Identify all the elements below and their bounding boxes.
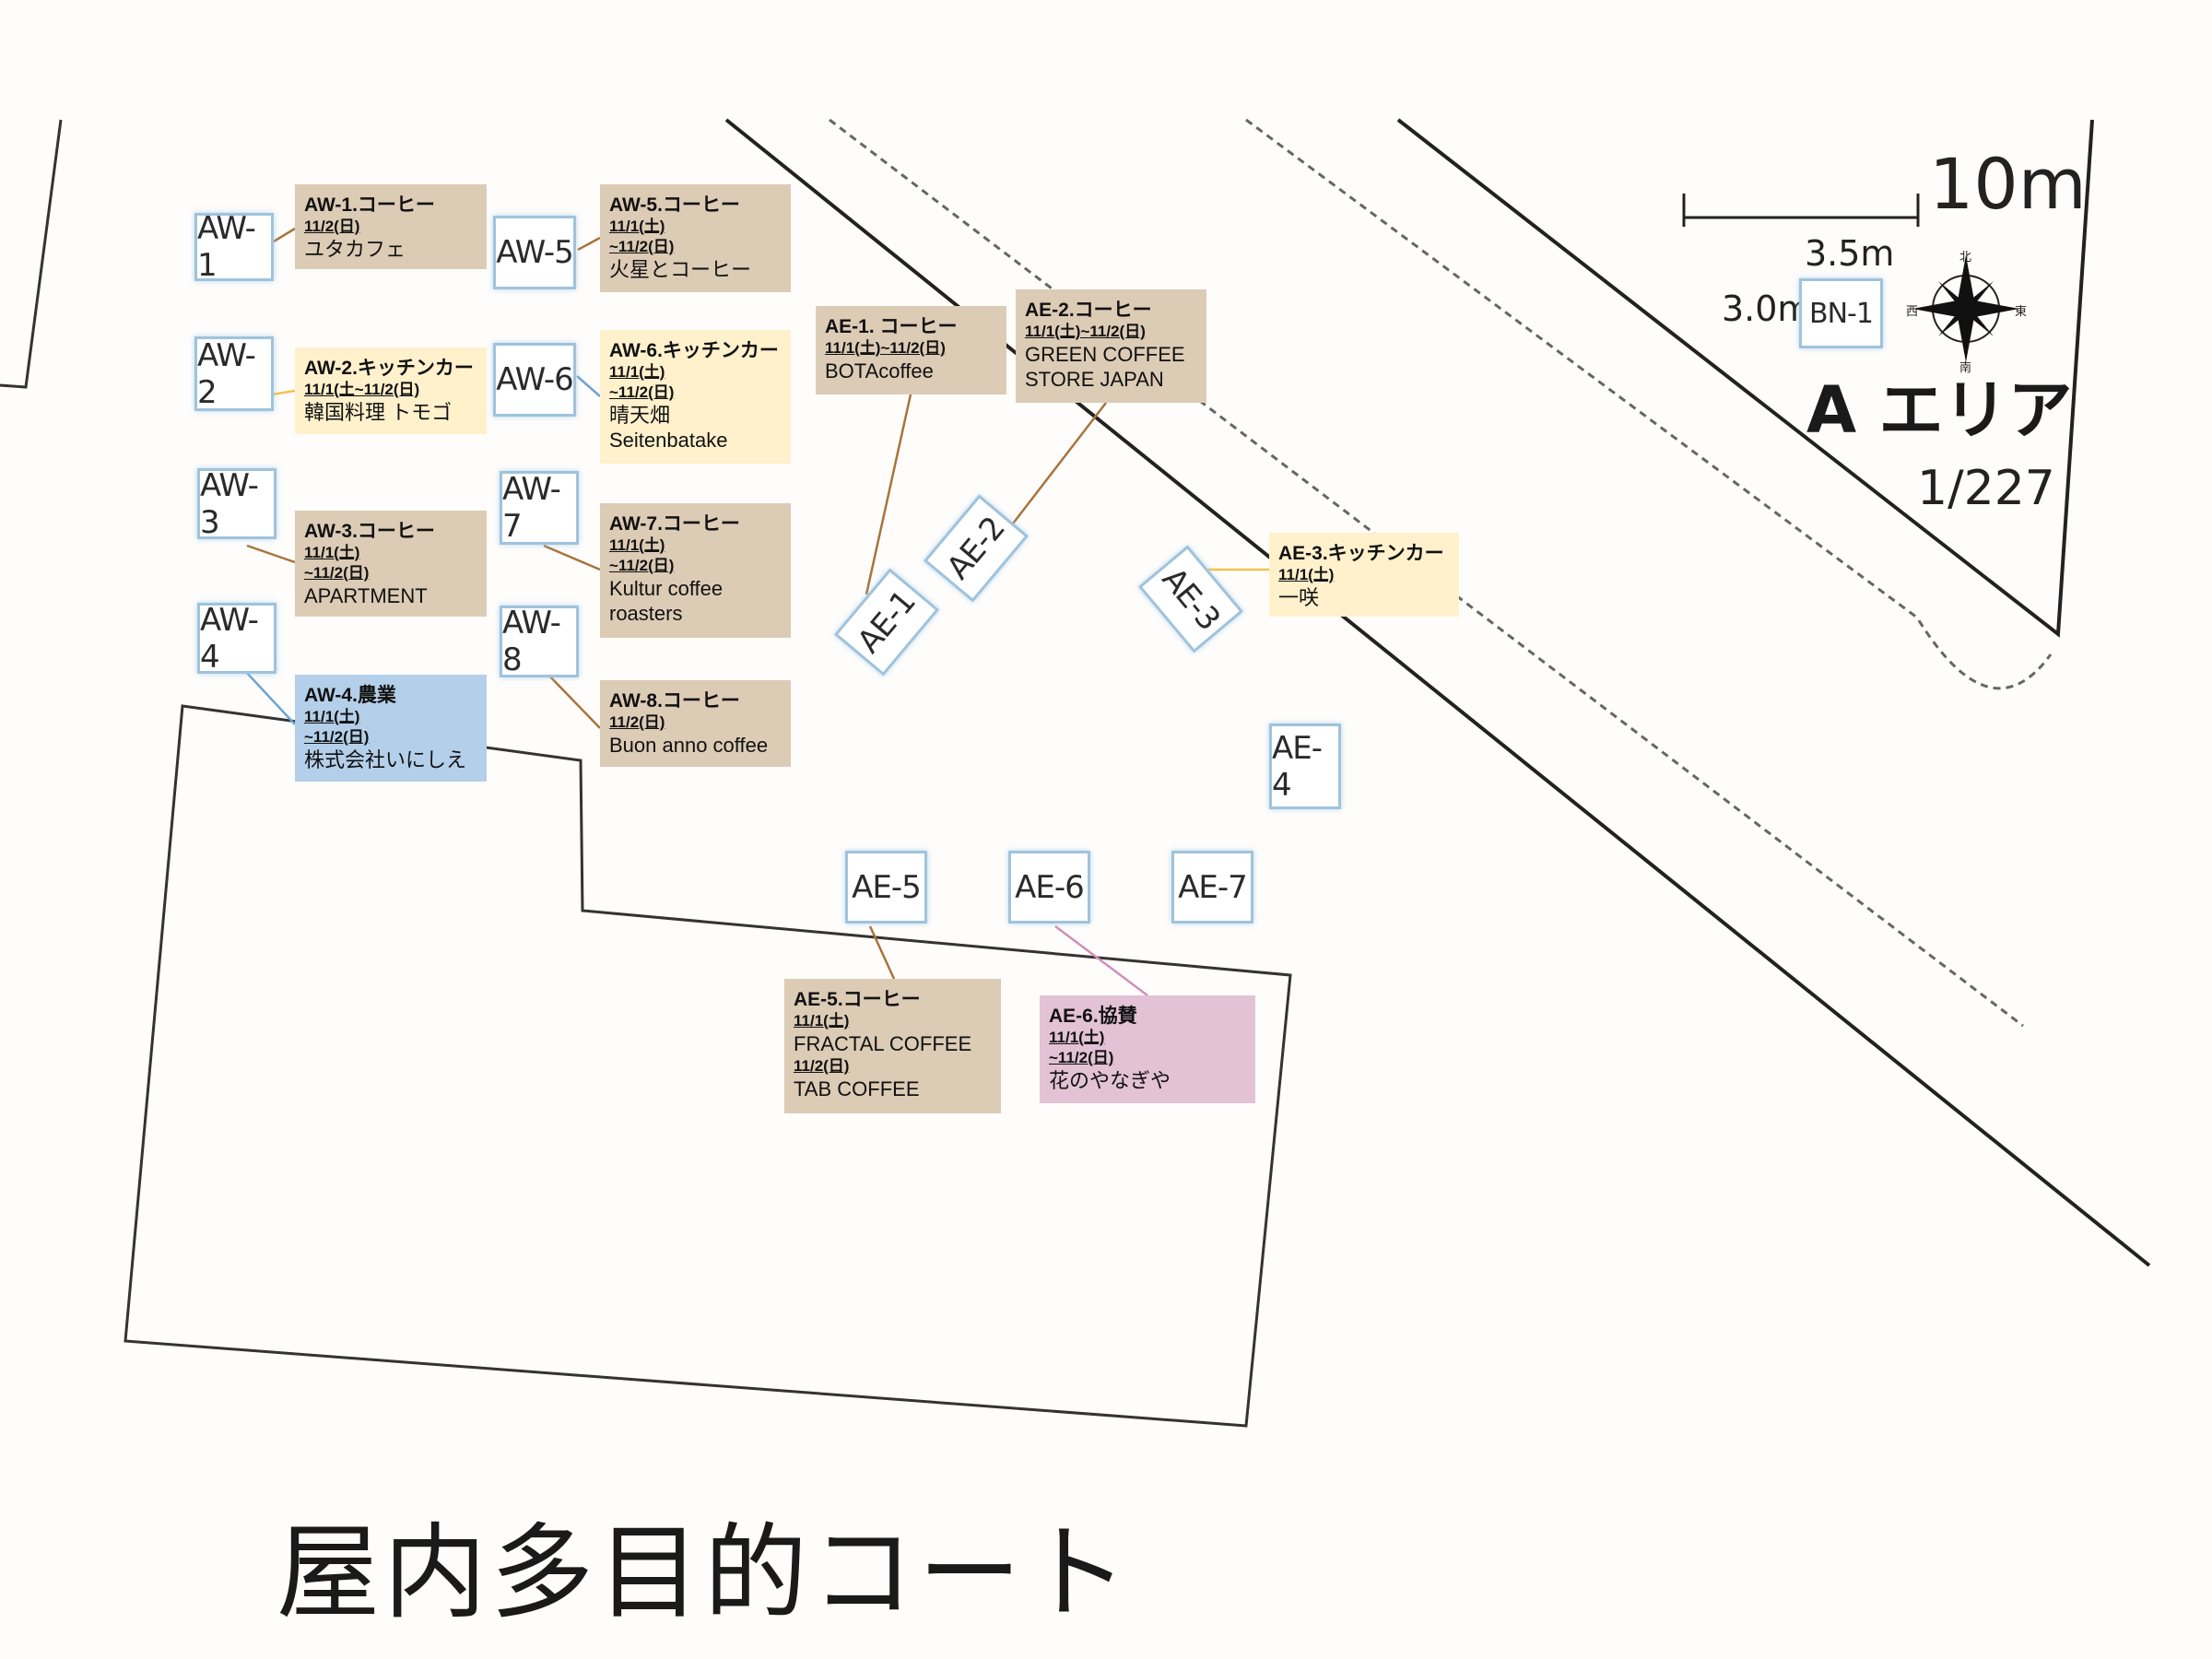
booth-AE-6[interactable]: AE-6 — [1008, 851, 1090, 924]
booth-AE-5[interactable]: AE-5 — [845, 851, 927, 924]
booth-AE-7[interactable]: AE-7 — [1171, 851, 1253, 924]
booth-BN-1[interactable]: BN-1 — [1799, 278, 1883, 348]
road-line-dashed-2 — [1245, 118, 2053, 690]
booth-AW-5[interactable]: AW-5 — [493, 216, 576, 289]
booth-height-dim: 3.0m — [1722, 288, 1812, 329]
indoor-court-title: 屋内多目的コート — [276, 1513, 1132, 1633]
compass-south: 南 — [1959, 361, 1972, 375]
label-AW-3: AW-3.コーヒー 11/1(土) ~11/2(日) APARTMENT — [295, 511, 487, 617]
booth-AW-8[interactable]: AW-8 — [500, 605, 579, 678]
booth-AW-4[interactable]: AW-4 — [197, 602, 276, 676]
scale-ratio: 1/227 — [1917, 461, 2055, 516]
label-AW-5: AW-5.コーヒー 11/1(土) ~11/2(日) 火星とコーヒー — [600, 184, 791, 292]
label-AE-1: AE-1. コーヒー 11/1(土)~11/2(日) BOTAcoffee — [816, 306, 1006, 394]
label-AW-1: AW-1.コーヒー 11/2(日) ユタカフェ — [295, 184, 487, 269]
label-AE-5: AE-5.コーヒー 11/1(土) FRACTAL COFFEE 11/2(日)… — [784, 979, 1001, 1113]
booth-AW-1[interactable]: AW-1 — [194, 210, 274, 284]
booth-AW-3[interactable]: AW-3 — [197, 467, 276, 541]
booth-AW-6[interactable]: AW-6 — [493, 343, 576, 417]
booth-AW-7[interactable]: AW-7 — [500, 471, 579, 545]
label-AE-2: AE-2.コーヒー 11/1(土)~11/2(日) GREEN COFFEE S… — [1016, 289, 1206, 403]
compass-west: 西 — [1906, 305, 1919, 319]
label-AE-6: AE-6.協賛 11/1(土) ~11/2(日) 花のやなぎや — [1040, 995, 1255, 1103]
compass-east: 東 — [2015, 305, 2028, 319]
label-AW-8: AW-8.コーヒー 11/2(日) Buon anno coffee — [600, 680, 791, 767]
label-AW-7: AW-7.コーヒー 11/1(土) ~11/2(日) Kultur coffee… — [600, 503, 791, 638]
label-AW-6: AW-6.キッチンカー 11/1(土) ~11/2(日) 晴天畑 Seitenb… — [600, 330, 791, 464]
indoor-court-outline — [124, 704, 1292, 1428]
label-AW-4: AW-4.農業 11/1(土) ~11/2(日) 株式会社いにしえ — [295, 675, 487, 782]
booth-AW-2[interactable]: AW-2 — [194, 336, 274, 411]
scale-bar-label: 10m — [1929, 143, 2087, 225]
booth-AE-4[interactable]: AE-4 — [1269, 724, 1341, 809]
booth-width-dim: 3.5m — [1805, 233, 1895, 274]
compass-north: 北 — [1959, 251, 1972, 265]
road-line-2 — [1396, 118, 2094, 638]
boundary-top-left — [0, 119, 63, 389]
label-AE-3: AE-3.キッチンカー 11/1(土) 一咲 — [1269, 533, 1459, 617]
area-title: A エリア — [1806, 372, 2073, 448]
compass-rose-icon — [1912, 255, 2019, 362]
label-AW-2: AW-2.キッチンカー 11/1(土~11/2(日) 韓国料理 トモゴ — [295, 347, 487, 434]
